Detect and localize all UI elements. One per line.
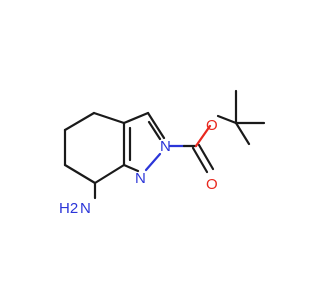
bond-tbu-me-3	[234, 121, 251, 146]
bond-c7-c7a	[93, 163, 126, 185]
bond-c3a-c4	[92, 111, 126, 125]
bond-c4-c5	[63, 111, 96, 132]
molecule-canvas: N N O O N H2	[59, 89, 266, 217]
bond-c3a-c3	[122, 111, 150, 125]
atom-label-amine-n: N	[80, 200, 91, 217]
bond-n2-n1	[144, 152, 162, 172]
structure-diagram: N N O O N H2	[59, 89, 266, 217]
boc-group-bonds	[168, 89, 266, 174]
atom-label-o-ester: O	[206, 117, 218, 134]
atom-label-o-carbonyl: O	[206, 176, 218, 193]
bond-c-o-double-2	[197, 143, 215, 171]
bond-o-tbu	[216, 114, 238, 125]
atom-label-amine-h2: H2	[59, 200, 78, 217]
pyrazole-ring-bonds	[122, 111, 166, 173]
bond-c-o-double-1	[191, 146, 209, 174]
bond-c6-c7	[63, 163, 97, 185]
atom-label-n1: N	[135, 170, 146, 187]
bond-n1-c7a	[122, 163, 140, 173]
bond-c3-n2	[146, 111, 166, 140]
bond-c-o-ester	[194, 124, 212, 148]
cyclohexane-ring-bonds	[63, 111, 132, 185]
atom-label-n2: N	[160, 138, 171, 155]
bond-c3-n2-double	[147, 120, 162, 141]
